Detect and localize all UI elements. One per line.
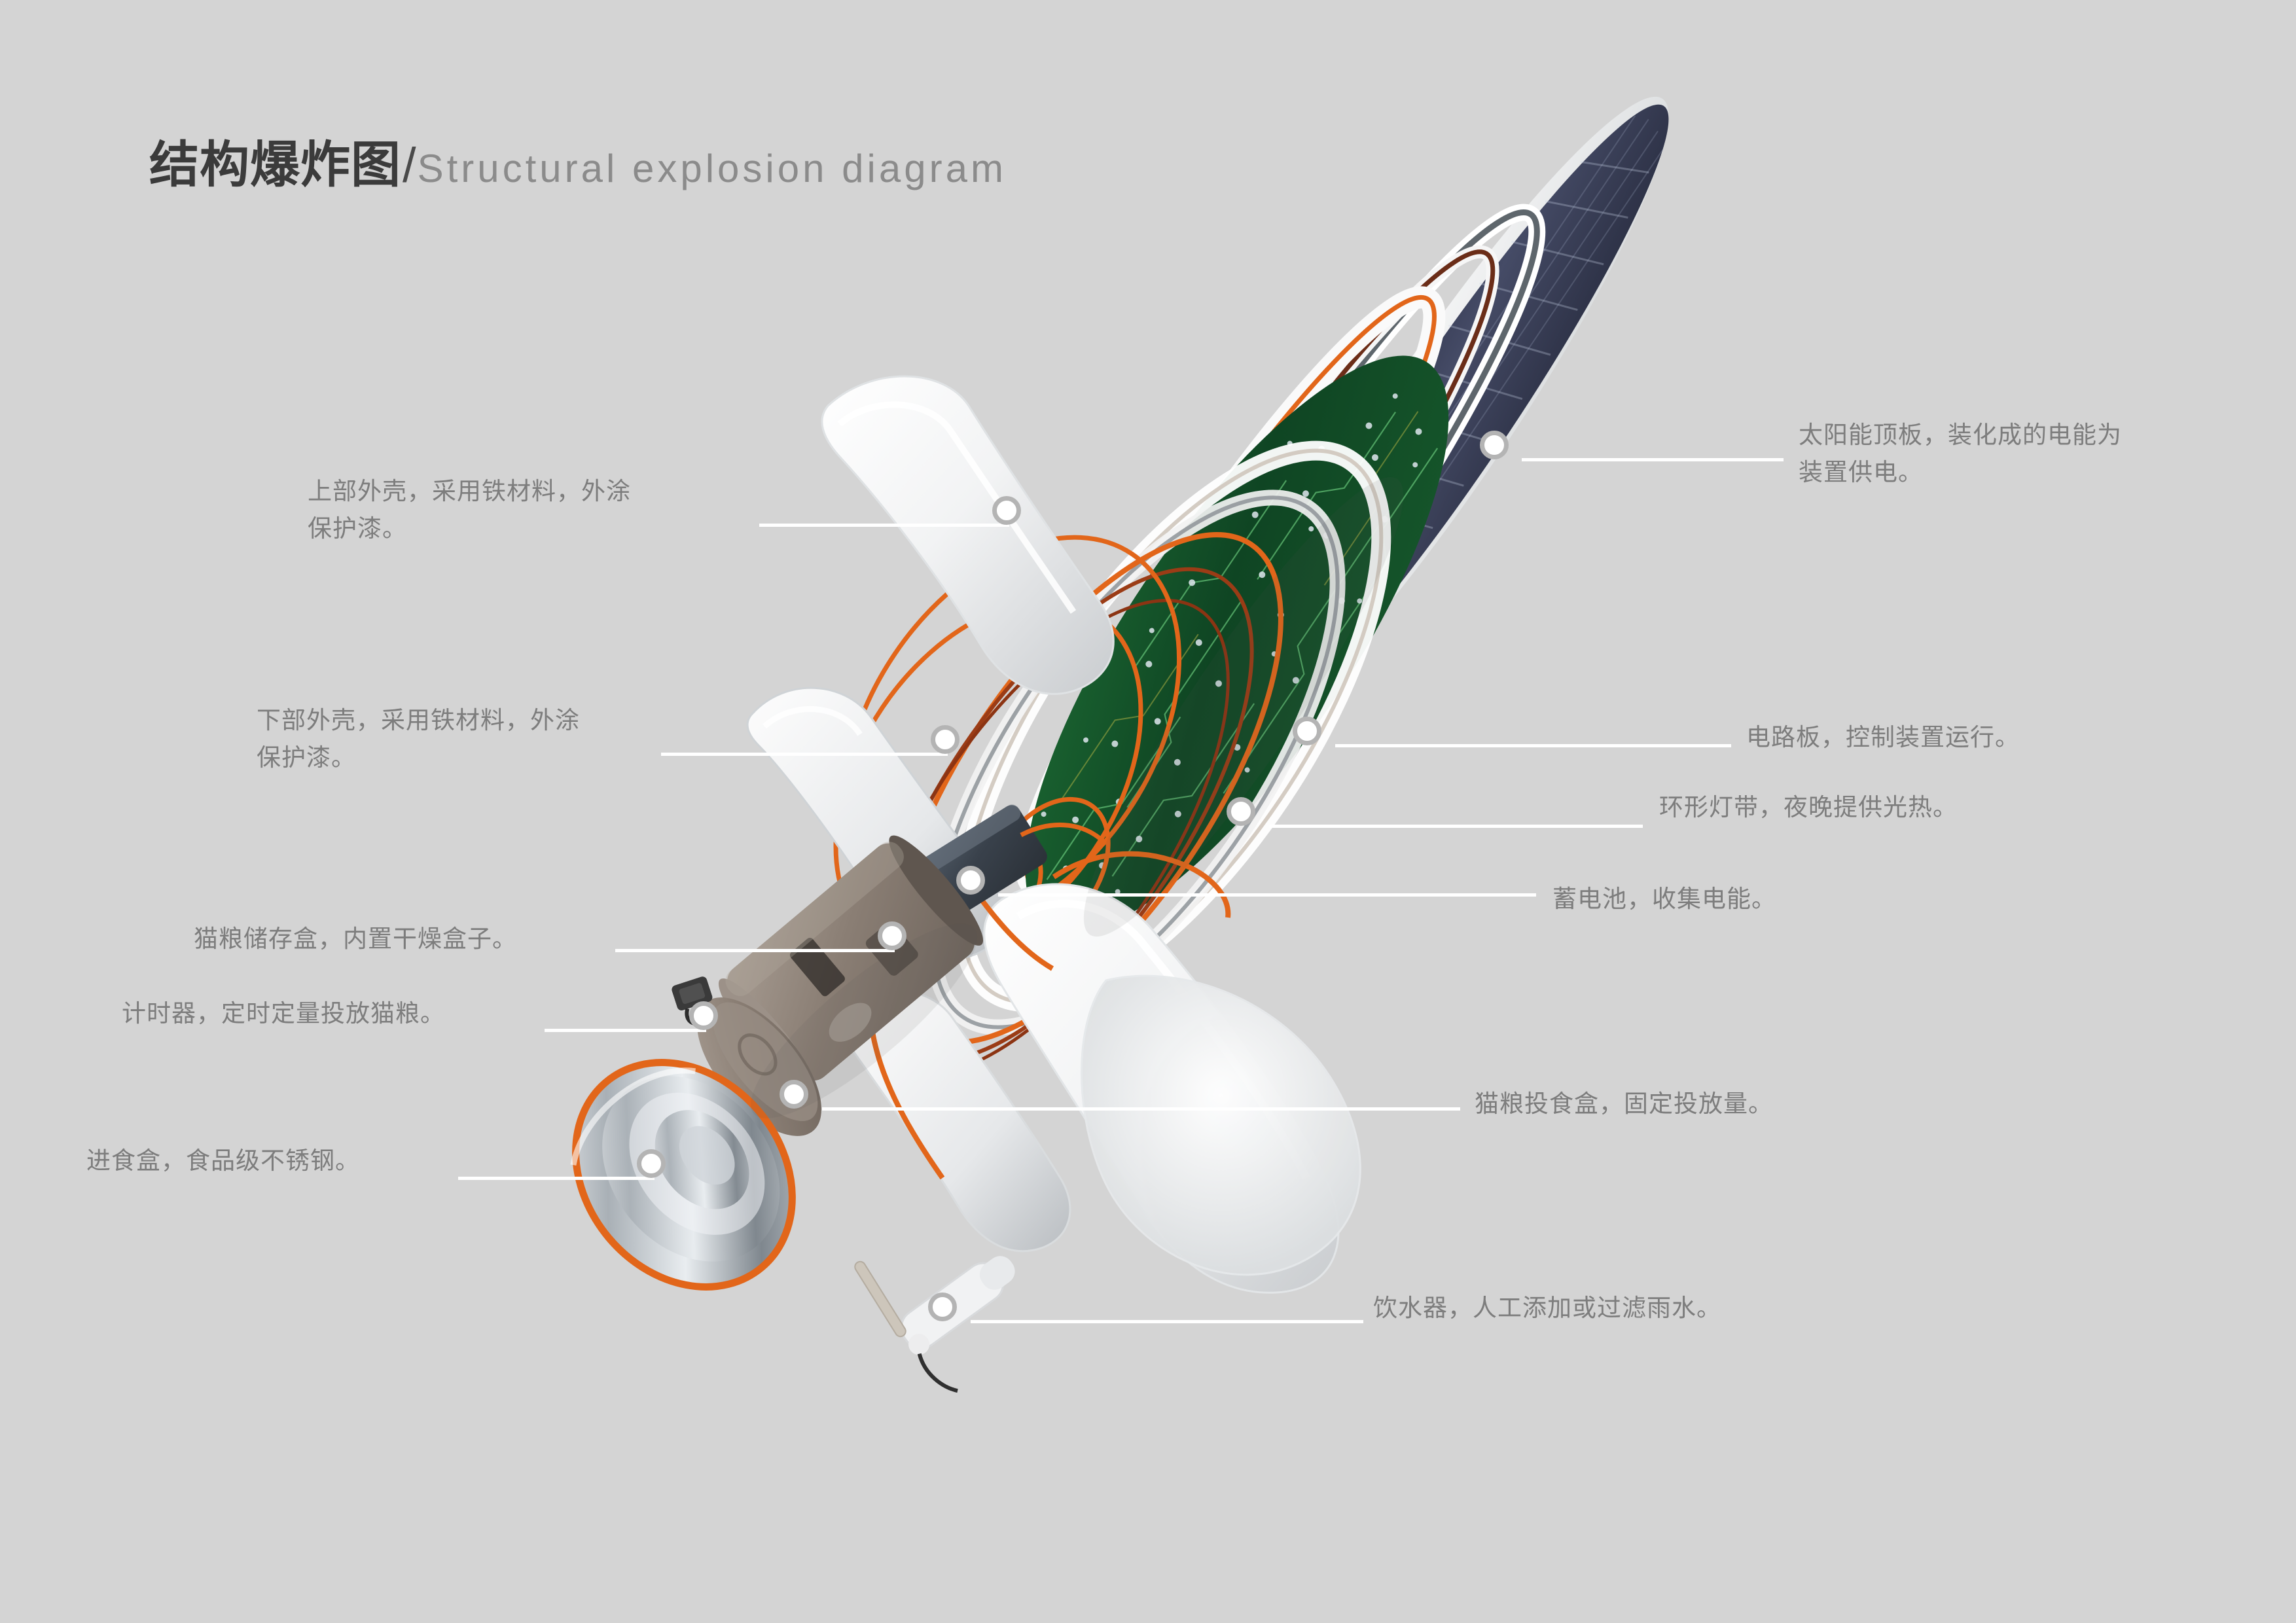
callout-label-solar-top-panel: 太阳能顶板，装化成的电能为 装置供电。 (1799, 421, 2122, 486)
callout-dot-circuit-board[interactable] (1293, 717, 1321, 745)
callout-label-water-dispenser: 饮水器，人工添加或过滤雨水。 (1373, 1294, 1721, 1321)
part-upper-housing (821, 375, 1115, 695)
callout-leader-line-lower-shell (661, 753, 948, 756)
part-center-stem (844, 990, 1071, 1253)
part-steel-bowl (570, 1059, 796, 1291)
callout-label-feeding-bowl: 进食盒，食品级不锈钢。 (86, 1147, 360, 1174)
callout-label-timer: 计时器，定时定量投放猫粮。 (122, 1000, 445, 1027)
callout-label-circuit-board: 电路板，控制装置运行。 (1746, 724, 2020, 751)
callout-dot-upper-shell[interactable] (992, 496, 1021, 525)
callout-label-upper-shell: 上部外壳，采用铁材料，外涂 保护漆。 (308, 478, 631, 543)
callout-label-ring-light-strip: 环形灯带，夜晚提供光热。 (1659, 794, 1958, 821)
part-metal-pin (854, 1260, 906, 1338)
callout-dot-timer[interactable] (689, 1001, 718, 1030)
callout-leader-line-storage-battery (998, 893, 1536, 897)
callout-leader-line-solar-top-panel (1522, 458, 1784, 461)
page-title: 结构爆炸图 / Structural explosion diagram (149, 124, 1007, 196)
page-title-cn: 结构爆炸图 (149, 137, 401, 193)
callout-dot-water-dispenser[interactable] (928, 1293, 957, 1321)
callout-dot-cat-food-storage-box[interactable] (878, 921, 906, 950)
callout-dot-lower-shell[interactable] (931, 725, 960, 754)
callout-dot-solar-top-panel[interactable] (1480, 431, 1509, 459)
page-title-en: Structural explosion diagram (417, 147, 1007, 190)
callout-label-cat-food-storage-box: 猫粮储存盒，内置干燥盒子。 (194, 925, 517, 952)
callout-leader-line-circuit-board (1335, 744, 1731, 747)
callout-leader-line-ring-light-strip (1270, 825, 1643, 828)
callout-label-storage-battery: 蓄电池，收集电能。 (1552, 885, 1776, 912)
callout-leader-line-cat-food-feed-box (822, 1107, 1460, 1111)
callout-leader-line-timer (545, 1029, 706, 1032)
callout-dot-ring-light-strip[interactable] (1227, 797, 1255, 826)
page-title-separator: / (403, 138, 416, 192)
callout-leader-line-cat-food-storage-box (615, 949, 895, 952)
callout-leader-line-water-dispenser (971, 1320, 1363, 1323)
part-feed-box (983, 883, 1361, 1294)
callout-dot-storage-battery[interactable] (956, 866, 985, 895)
callout-leader-line-upper-shell (759, 524, 1009, 527)
callout-leader-line-feeding-bowl (458, 1177, 655, 1180)
callout-label-lower-shell: 下部外壳，采用铁材料，外涂 保护漆。 (257, 707, 580, 772)
callout-dot-feeding-bowl[interactable] (637, 1149, 666, 1178)
callout-label-cat-food-feed-box: 猫粮投食盒，固定投放量。 (1475, 1090, 1773, 1117)
callout-dot-cat-food-feed-box[interactable] (780, 1080, 808, 1109)
